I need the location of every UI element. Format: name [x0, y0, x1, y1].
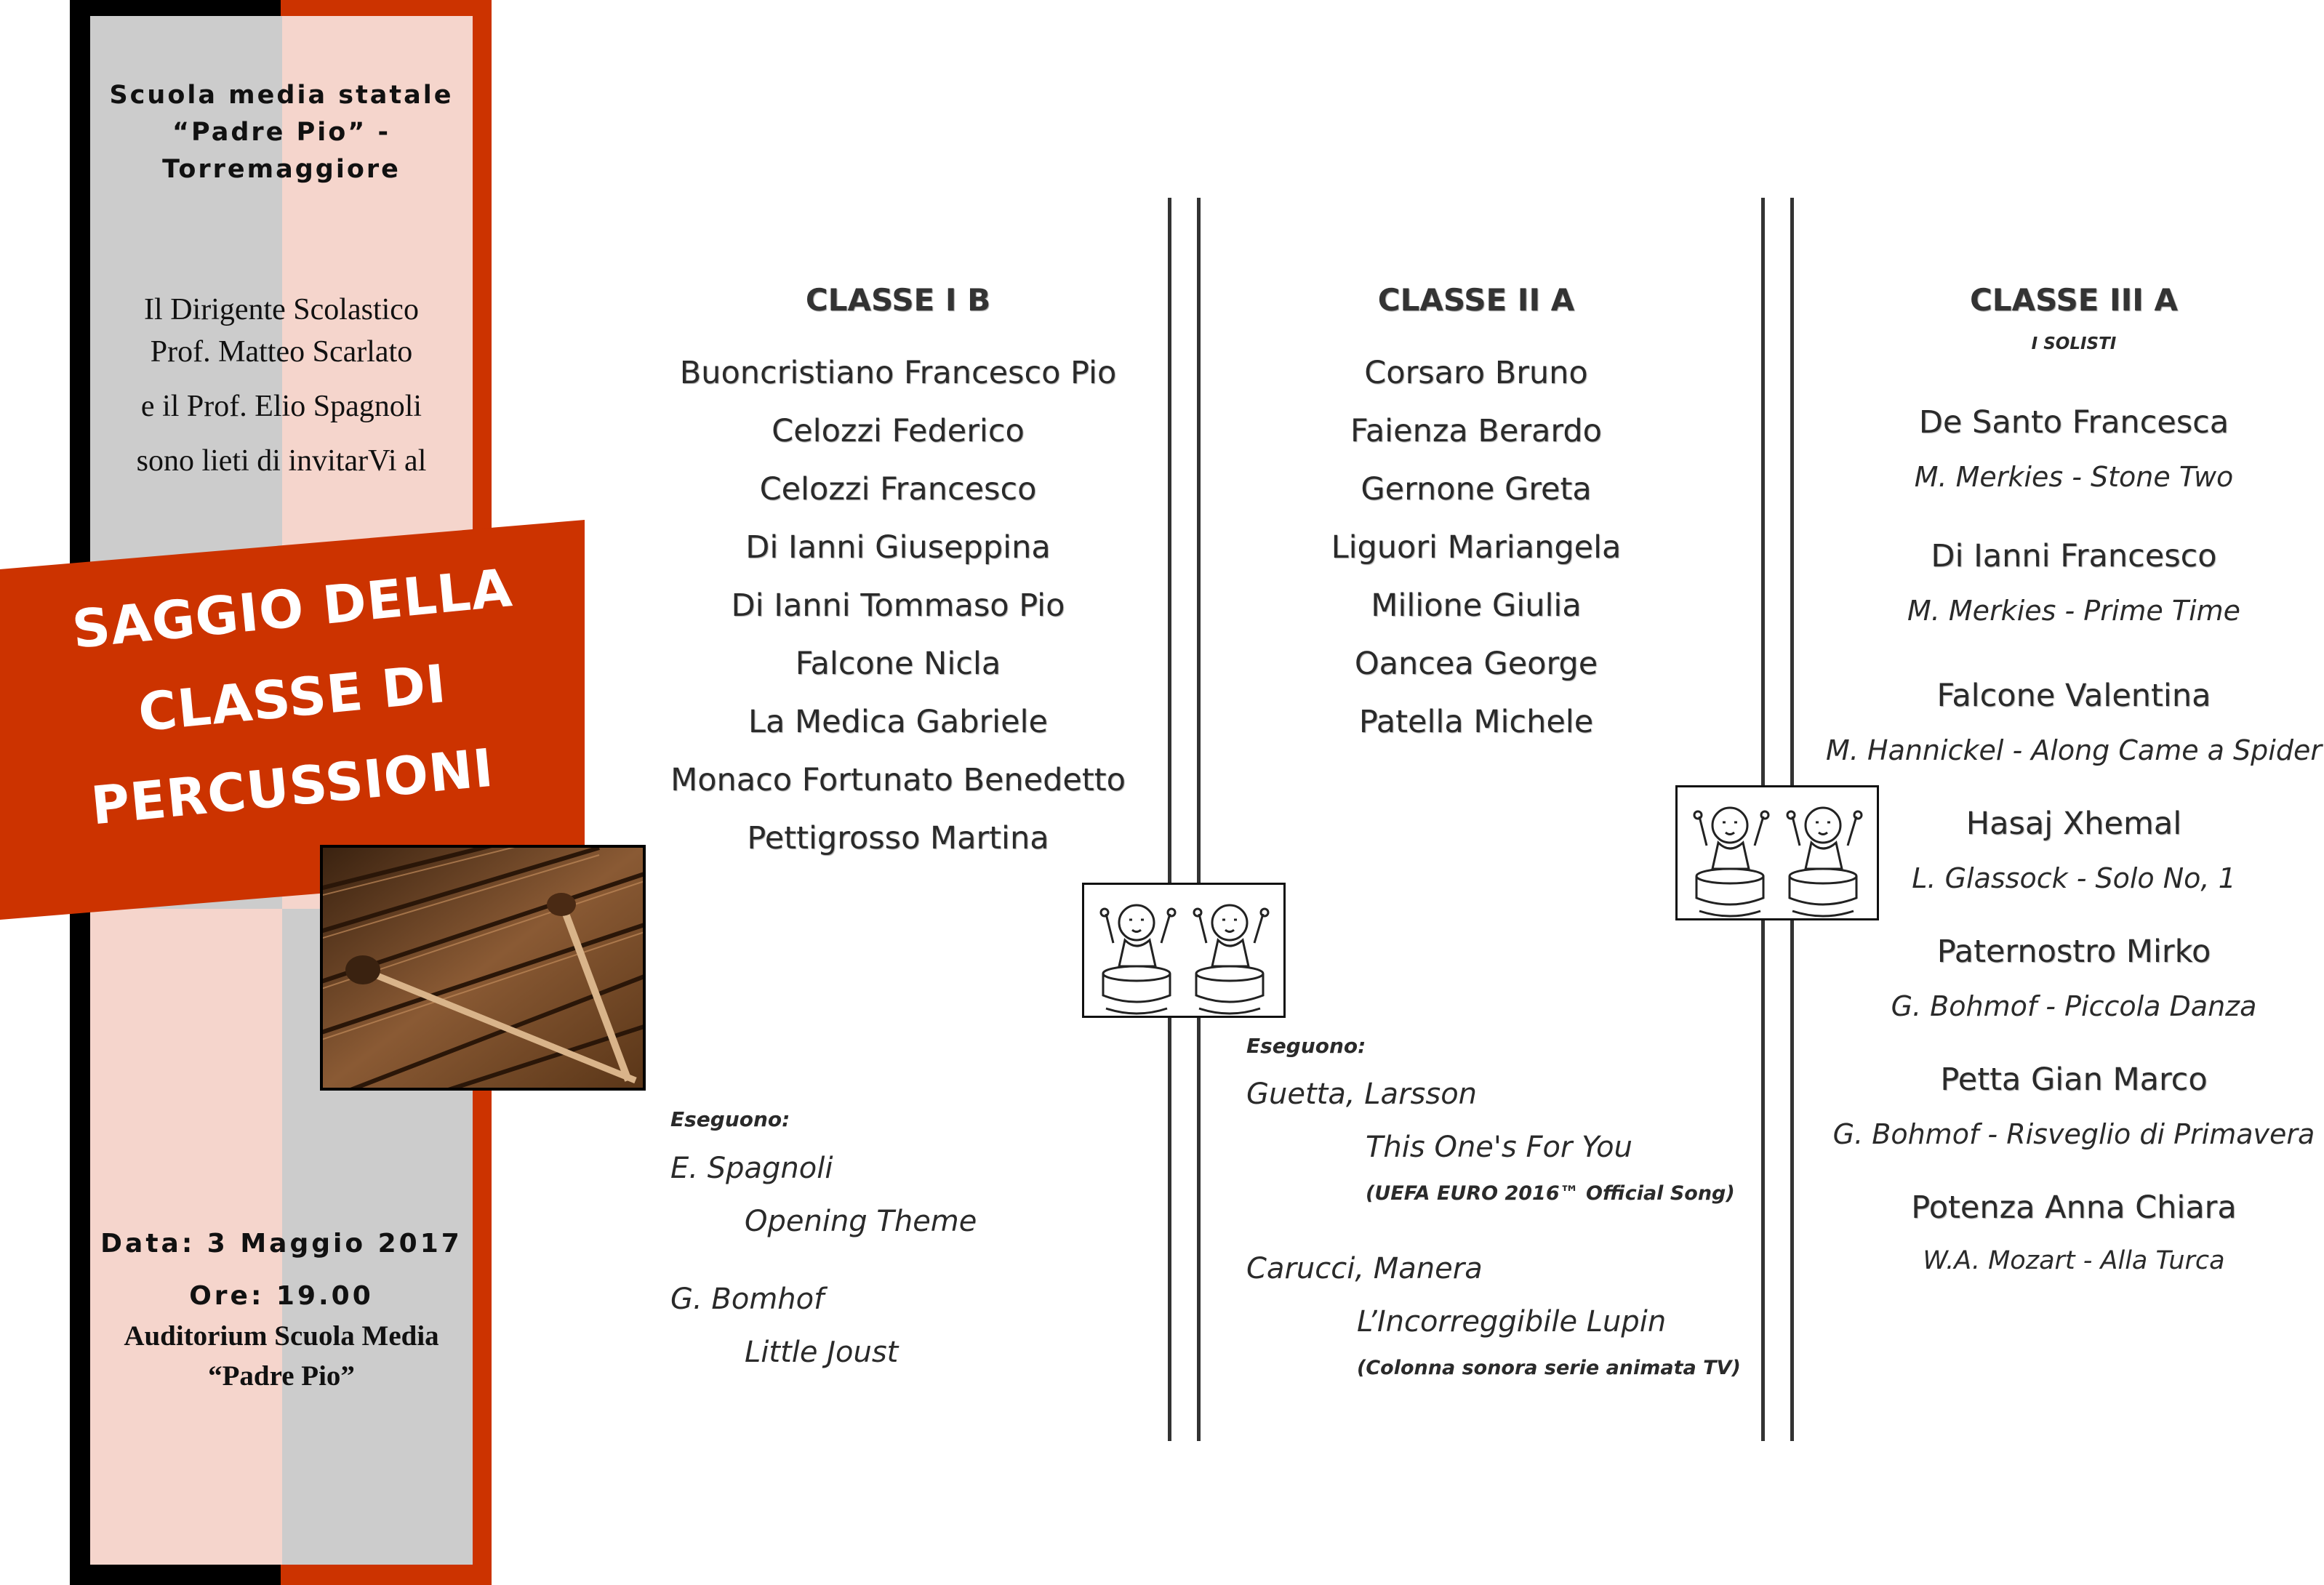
soloist-name: Paternostro Mirko — [1936, 934, 2211, 970]
student-name: Corsaro Bruno — [1364, 355, 1588, 391]
class-title: CLASSE I B — [805, 282, 991, 318]
piece-composer: E. Spagnoli — [670, 1152, 833, 1185]
piece-note: (Colonna sonora serie animata TV) — [1357, 1357, 1741, 1379]
student-name: Buoncristiano Francesco Pio — [679, 355, 1117, 391]
piece-title: This One's For You — [1366, 1131, 1632, 1164]
soloist-piece: M. Merkies - Stone Two — [1914, 461, 2234, 493]
student-name: Oancea George — [1354, 646, 1598, 682]
student-name: Monaco Fortunato Benedetto — [670, 762, 1126, 798]
drummer-children-illustration — [1082, 883, 1286, 1018]
school-line: Scuola media statale — [109, 81, 454, 110]
performs-label: Eseguono: — [670, 1107, 790, 1131]
marimba-photo — [320, 845, 646, 1091]
soloist-name: Hasaj Xhemal — [1966, 806, 2182, 842]
column-divider — [1197, 198, 1201, 1441]
intro-line: Prof. Matteo Scarlato — [150, 335, 413, 369]
marimba-photo-art — [323, 848, 643, 1088]
student-name: La Medica Gabriele — [748, 704, 1048, 740]
event-venue: “Padre Pio” — [208, 1360, 355, 1392]
intro-line: sono lieti di invitarVi al — [136, 444, 427, 478]
student-name: Celozzi Federico — [772, 413, 1025, 449]
piece-title: Opening Theme — [745, 1205, 977, 1238]
soloist-piece: G. Bohmof - Piccola Danza — [1891, 990, 2257, 1022]
piece-title: Little Joust — [745, 1336, 899, 1369]
school-line: Torremaggiore — [162, 155, 401, 184]
student-name: Di Ianni Giuseppina — [745, 529, 1051, 566]
piece-composer: G. Bomhof — [670, 1283, 825, 1316]
soloist-name: De Santo Francesca — [1918, 404, 2229, 441]
student-name: Faienza Berardo — [1350, 413, 1602, 449]
student-name: Celozzi Francesco — [759, 471, 1037, 507]
intro-line: e il Prof. Elio Spagnoli — [140, 390, 422, 423]
piece-composer: Carucci, Manera — [1246, 1252, 1483, 1285]
event-venue: Auditorium Scuola Media — [124, 1320, 439, 1352]
student-name: Milione Giulia — [1371, 587, 1582, 624]
soloist-name: Di Ianni Francesco — [1931, 538, 2217, 574]
student-name: Di Ianni Tommaso Pio — [731, 587, 1065, 624]
panel-pink-strip-bottom — [90, 909, 282, 1565]
class-title: CLASSE III A — [1969, 282, 2179, 318]
student-name: Pettigrosso Martina — [747, 820, 1049, 856]
piece-title: L’Incorreggibile Lupin — [1357, 1305, 1667, 1339]
event-date: Data: 3 Maggio 2017 — [100, 1229, 462, 1259]
student-name: Liguori Mariangela — [1331, 529, 1622, 566]
class-title: CLASSE II A — [1377, 282, 1575, 318]
school-name: Scuola media statale “Padre Pio” - Torre… — [90, 77, 473, 188]
piece-note: (UEFA EURO 2016™ Official Song) — [1366, 1182, 1735, 1205]
event-time: Ore: 19.00 — [189, 1281, 374, 1311]
student-name: Patella Michele — [1358, 704, 1594, 740]
student-name: Falcone Nicla — [795, 646, 1001, 682]
drummer-children-icon — [1099, 904, 1270, 1015]
class-subtitle: I SOLISTI — [2031, 334, 2117, 353]
soloist-piece: W.A. Mozart - Alla Turca — [1923, 1246, 2225, 1275]
soloist-name: Falcone Valentina — [1936, 678, 2211, 714]
drummer-children-illustration — [1675, 785, 1879, 920]
piece-composer: Guetta, Larsson — [1246, 1078, 1478, 1111]
column-divider — [1168, 198, 1171, 1441]
soloist-name: Potenza Anna Chiara — [1911, 1189, 2237, 1226]
drummer-children-icon — [1693, 806, 1863, 918]
student-name: Gernone Greta — [1361, 471, 1592, 507]
intro-line: Il Dirigente Scolastico — [144, 293, 419, 326]
school-line: “Padre Pio” - — [172, 118, 390, 147]
soloist-name: Petta Gian Marco — [1940, 1062, 2208, 1098]
performs-label: Eseguono: — [1246, 1034, 1366, 1058]
soloist-piece: G. Bohmof - Risveglio di Primavera — [1832, 1118, 2315, 1150]
soloist-piece: L. Glassock - Solo No, 1 — [1912, 862, 2236, 894]
soloist-piece: M. Merkies - Prime Time — [1907, 595, 2241, 627]
soloist-piece: M. Hannickel - Along Came a Spider — [1826, 734, 2322, 766]
